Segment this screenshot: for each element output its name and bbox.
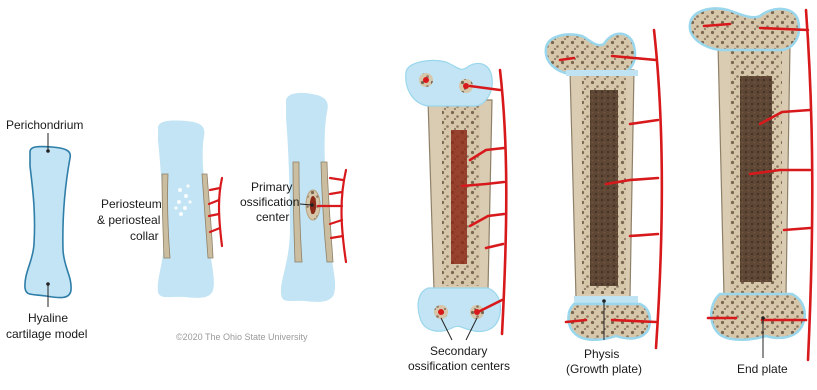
- stage-1-cartilage-model: [25, 147, 71, 298]
- marrow-cavity-stage5: [590, 90, 618, 286]
- periosteum-text-line1: Periosteum: [101, 197, 162, 211]
- secondary-text-line2: ossification centers: [408, 359, 510, 373]
- marrow-stage4: [451, 130, 467, 264]
- distal-epiphysis-stage4: [418, 288, 500, 331]
- perichondrium-text: Perichondrium: [6, 118, 83, 132]
- hyaline-text-line2: cartilage model: [6, 327, 87, 341]
- periosteum-label: Periosteum & periosteal collar: [97, 197, 162, 243]
- proximal-epiphysis-stage4: [406, 60, 493, 106]
- secondary-text-line1: Secondary: [430, 344, 487, 358]
- physis-text-line2: (Growth plate): [566, 362, 642, 376]
- stage-2-periosteal-collar: [158, 121, 222, 298]
- primary-text-line2: ossification: [240, 195, 299, 209]
- marrow-cavity-stage6: [740, 76, 772, 282]
- stage-6-end-plate: [690, 9, 812, 360]
- stage-4-secondary-centers: [406, 60, 507, 334]
- periosteum-text-line2: & periosteal: [97, 213, 160, 227]
- proximal-growth-plate: [566, 70, 638, 76]
- end-plate-text: End plate: [737, 362, 788, 376]
- proximal-epiphysis-stage5: [546, 34, 635, 74]
- primary-text-line1: Primary: [251, 180, 292, 194]
- copyright-notice: ©2020 The Ohio State University: [176, 332, 308, 342]
- primary-text-line3: center: [256, 210, 289, 224]
- cartilage-model-shape: [25, 147, 71, 298]
- physis-text-line1: Physis: [584, 347, 619, 361]
- periosteum-text-line3: collar: [130, 229, 159, 243]
- hyaline-text-line1: Hyaline: [28, 311, 68, 325]
